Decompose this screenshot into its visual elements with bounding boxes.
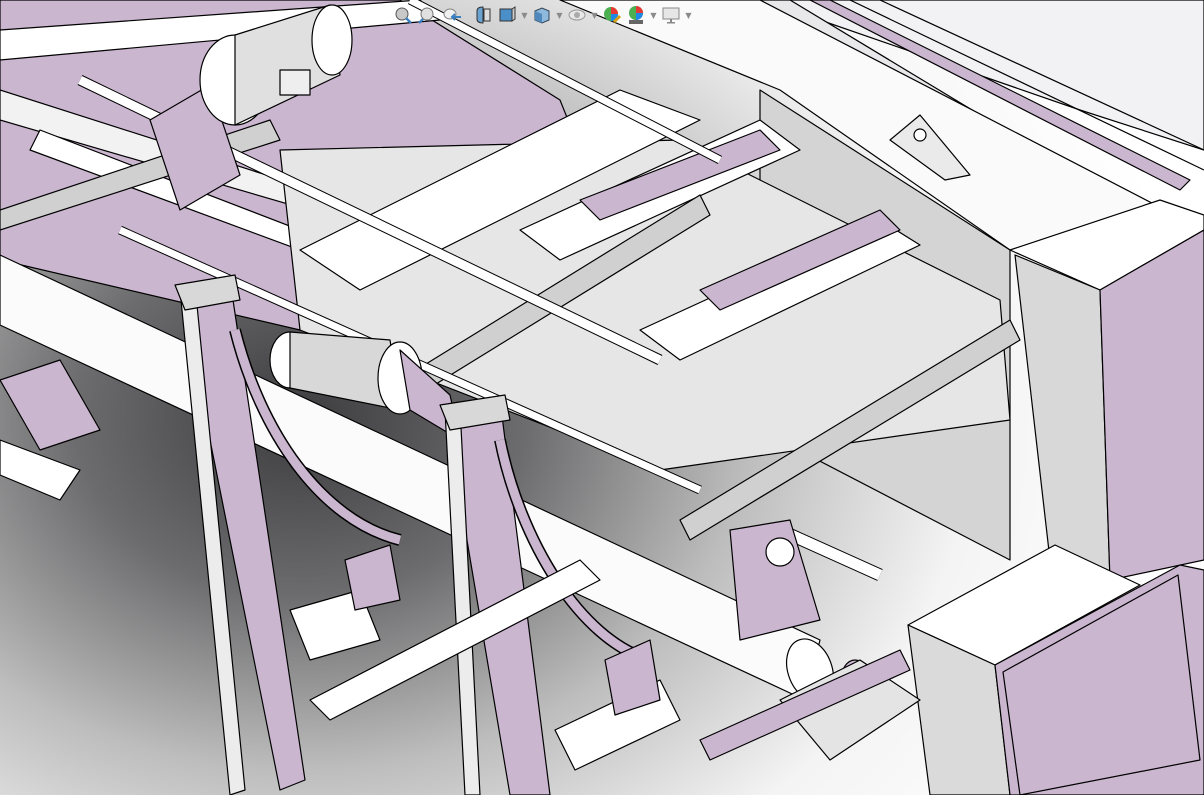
- electrical-cabinet-lower-side: [907, 624, 1011, 795]
- base-frame-lower: [0, 359, 921, 771]
- previous-view-button[interactable]: [440, 4, 462, 26]
- section-view-icon: [476, 6, 491, 24]
- base-frame-deck: [559, 0, 1204, 261]
- view-orientation-icon: [499, 6, 516, 22]
- apply-scene-dropdown[interactable]: ▼: [650, 10, 657, 20]
- edit-appearance-button[interactable]: [601, 4, 623, 26]
- chain-drive-right: [679, 319, 1021, 541]
- electrical-cabinet-lower-front: [994, 564, 1204, 795]
- monitor-icon: [662, 7, 680, 24]
- view-settings-dropdown[interactable]: ▼: [685, 10, 692, 20]
- a-frame-support-right: [439, 394, 551, 795]
- hide-show-items-dropdown[interactable]: ▼: [591, 10, 598, 20]
- view-orientation-button[interactable]: [496, 4, 518, 26]
- lifting-lug: [889, 114, 971, 181]
- previous-view-icon: [443, 8, 461, 21]
- heads-up-view-toolbar: ▼ ▼ ▼ ▼ ▼: [392, 2, 693, 28]
- hide-show-eye-icon: [568, 9, 586, 21]
- zoom-to-fit-button[interactable]: [392, 4, 414, 26]
- edit-appearance-icon: [604, 7, 622, 24]
- zoom-to-area-button[interactable]: [416, 4, 438, 26]
- electrical-cabinet-upper-front: [1099, 229, 1204, 581]
- pillow-block: [729, 519, 821, 641]
- display-style-button[interactable]: [531, 4, 553, 26]
- gear-motor-upper: [149, 4, 353, 211]
- apply-scene-icon: [629, 6, 643, 24]
- electrical-cabinet-upper-side: [1014, 254, 1111, 581]
- hide-show-items-button[interactable]: [566, 4, 588, 26]
- zoom-to-area-icon: [418, 7, 434, 24]
- apply-scene-button[interactable]: [625, 4, 647, 26]
- view-settings-button[interactable]: [660, 4, 682, 26]
- a-frame-support-left: [174, 274, 306, 795]
- display-style-icon: [534, 7, 550, 24]
- view-orientation-dropdown[interactable]: ▼: [521, 10, 528, 20]
- section-view-button[interactable]: [472, 4, 494, 26]
- zoom-to-fit-icon: [395, 7, 412, 24]
- display-style-dropdown[interactable]: ▼: [556, 10, 563, 20]
